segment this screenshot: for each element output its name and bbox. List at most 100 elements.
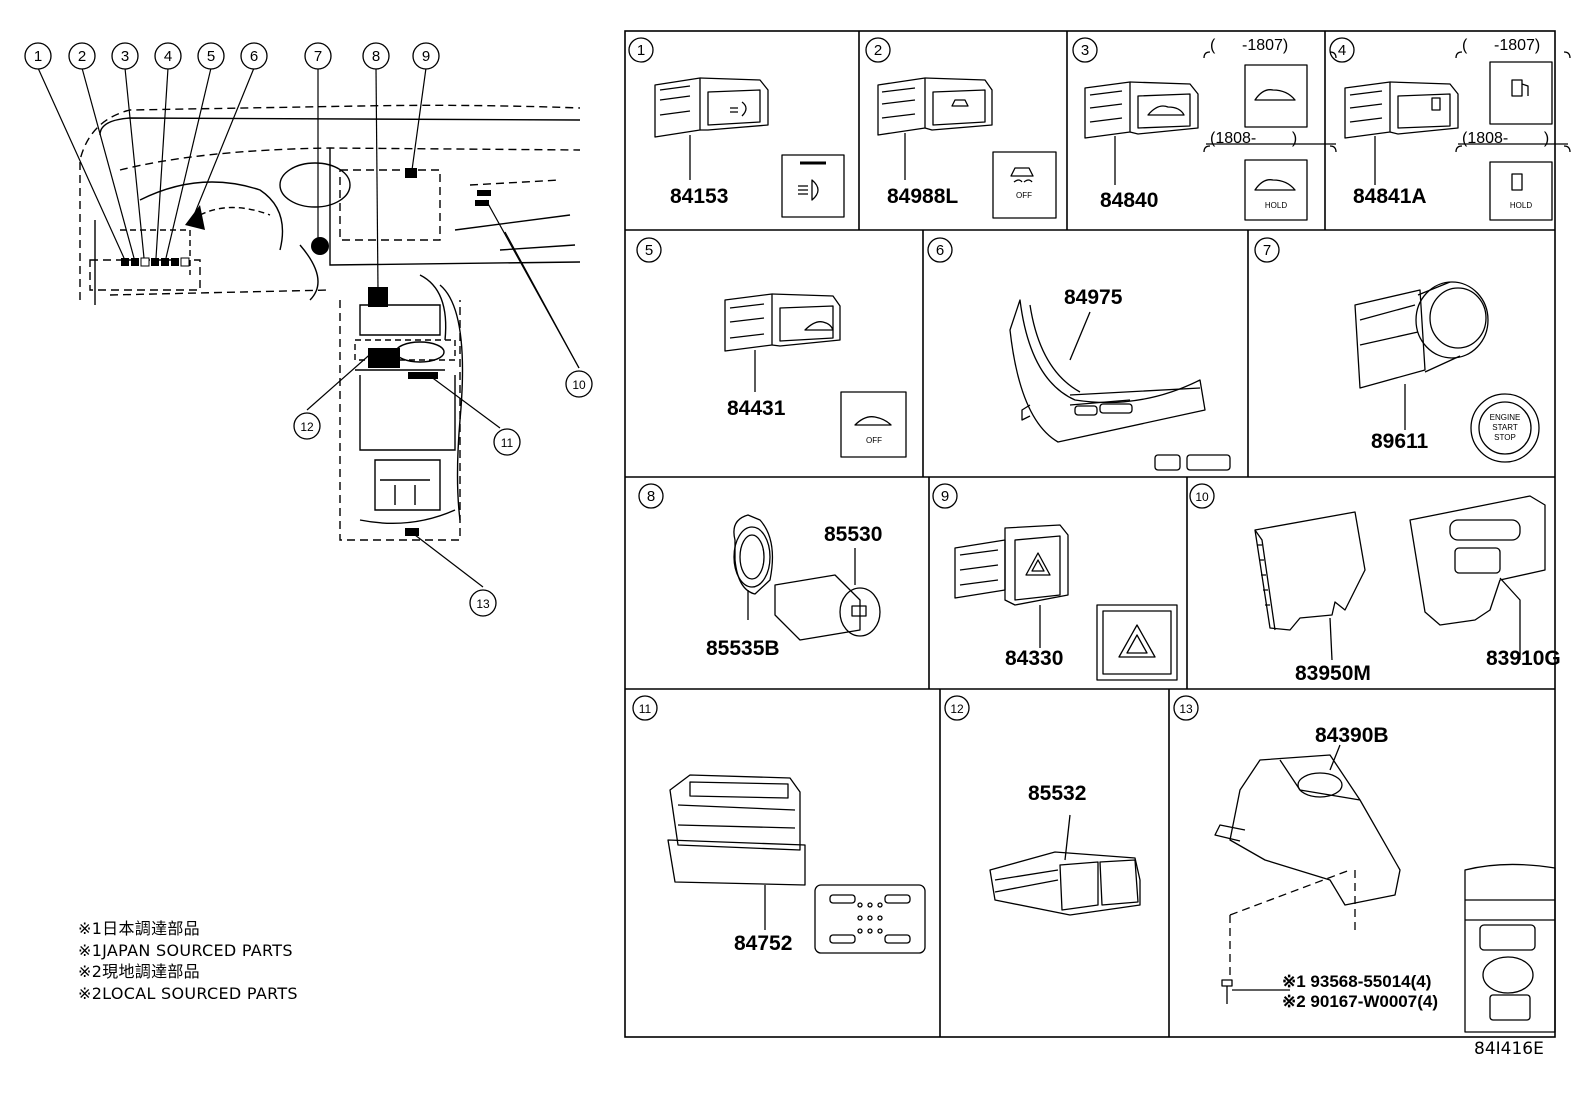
note-line: ※1JAPAN SOURCED PARTS (78, 940, 293, 960)
callout-number-9: 9 (932, 483, 958, 509)
part-number: 84153 (670, 185, 728, 208)
callout-number-12: 12 (293, 412, 321, 440)
fastener-part-number: ※2 90167-W0007(4) (1282, 992, 1438, 1011)
date-range-label: ( -1807) (1210, 37, 1288, 54)
svg-text:5: 5 (207, 48, 215, 65)
callout-number-2: 2 (865, 37, 891, 63)
icon-label: OFF (866, 436, 882, 445)
svg-text:4: 4 (1338, 42, 1346, 59)
switch-84841A-drawing (1344, 51, 1571, 221)
callout-number-1: 1 (628, 37, 654, 63)
part-number: 84841A (1353, 185, 1427, 208)
callout-number-4: 4 (154, 42, 182, 70)
socket-85530-drawing (733, 514, 881, 641)
start-stop-label: START (1492, 423, 1518, 432)
svg-text:8: 8 (647, 488, 655, 505)
icon-label: HOLD (1265, 201, 1287, 210)
part-number: 84330 (1005, 647, 1063, 670)
part-number: 84390B (1315, 724, 1389, 747)
svg-text:7: 7 (314, 48, 322, 65)
note-line: ※2LOCAL SOURCED PARTS (78, 983, 298, 1003)
switch-84988L-drawing (877, 77, 1057, 219)
svg-text:1: 1 (34, 48, 42, 65)
switch-84431-drawing (724, 293, 907, 458)
shift-lever-84390B-drawing (1214, 744, 1556, 1033)
switch-84752-drawing (667, 774, 926, 954)
callout-number-11: 11 (493, 428, 521, 456)
part-number: 83950M (1295, 662, 1371, 685)
callout-number-11: 11 (632, 695, 658, 721)
part-number: 84975 (1064, 286, 1123, 309)
date-range-label: (1808- ) (1210, 130, 1297, 147)
date-range-label: ( -1807) (1462, 37, 1540, 54)
callout-number-5: 5 (636, 237, 662, 263)
part-number: 84988L (887, 185, 958, 208)
callout-number-13: 13 (1173, 695, 1199, 721)
callout-number-3: 3 (111, 42, 139, 70)
part-number: 84840 (1100, 189, 1158, 212)
callout-number-5: 5 (197, 42, 225, 70)
svg-text:4: 4 (164, 48, 172, 65)
svg-text:2: 2 (874, 42, 882, 59)
switch-85532-drawing (989, 814, 1141, 916)
svg-text:1: 1 (637, 42, 645, 59)
svg-text:13: 13 (476, 597, 490, 611)
callout-number-3: 3 (1072, 37, 1098, 63)
switch-84840-drawing (1084, 51, 1337, 221)
part-number: 89611 (1371, 430, 1429, 453)
switch-84153-drawing (654, 77, 845, 218)
callout-number-6: 6 (927, 237, 953, 263)
note-line: ※2現地調達部品 (78, 962, 200, 981)
callout-number-10: 10 (1189, 483, 1215, 509)
svg-text:11: 11 (501, 436, 514, 450)
callout-number-8: 8 (362, 42, 390, 70)
svg-text:3: 3 (121, 48, 129, 65)
callout-number-2: 2 (68, 42, 96, 70)
note-line: ※1日本調達部品 (78, 919, 200, 938)
svg-text:11: 11 (639, 702, 652, 716)
callout-number-12: 12 (944, 695, 970, 721)
panel-84975-drawing (1009, 299, 1231, 471)
part-number: 83910G (1486, 647, 1561, 670)
callout-number-7: 7 (1254, 237, 1280, 263)
sourcing-notes: ※1日本調達部品 ※1JAPAN SOURCED PARTS ※2現地調達部品 … (78, 918, 298, 1004)
svg-text:6: 6 (250, 48, 258, 65)
fastener-part-number: ※1 93568-55014(4) (1282, 972, 1431, 991)
svg-text:10: 10 (572, 378, 586, 392)
start-button-89611-drawing (1354, 281, 1540, 463)
start-stop-label: STOP (1494, 433, 1516, 442)
part-number: 85535B (706, 637, 780, 660)
svg-text:9: 9 (941, 488, 949, 505)
callout-number-1: 1 (24, 42, 52, 70)
svg-text:12: 12 (950, 702, 964, 716)
svg-text:8: 8 (372, 48, 380, 65)
part-number: 84752 (734, 932, 792, 955)
callout-number-10: 10 (565, 370, 593, 398)
part-number: 85530 (824, 523, 882, 546)
callout-number-13: 13 (469, 589, 497, 617)
part-number: 85532 (1028, 782, 1086, 805)
date-range-label: (1808- ) (1462, 130, 1549, 147)
icon-label: HOLD (1510, 201, 1532, 210)
icon-label: OFF (1016, 191, 1032, 200)
svg-text:2: 2 (78, 48, 86, 65)
svg-text:5: 5 (645, 242, 653, 259)
start-stop-label: ENGINE (1490, 413, 1521, 422)
callout-number-9: 9 (412, 42, 440, 70)
hazard-switch-84330-drawing (954, 524, 1178, 681)
drawing-code: 84I416E (1474, 1039, 1544, 1059)
callout-number-6: 6 (240, 42, 268, 70)
svg-text:10: 10 (1195, 490, 1209, 504)
callout-number-7: 7 (304, 42, 332, 70)
svg-text:13: 13 (1179, 702, 1193, 716)
part-number: 84431 (727, 397, 786, 420)
svg-text:9: 9 (422, 48, 430, 65)
svg-text:3: 3 (1081, 42, 1089, 59)
module-83950M-drawing (1254, 495, 1546, 661)
svg-text:7: 7 (1263, 242, 1271, 259)
callout-number-8: 8 (638, 483, 664, 509)
svg-text:6: 6 (936, 242, 944, 259)
svg-text:12: 12 (300, 420, 314, 434)
